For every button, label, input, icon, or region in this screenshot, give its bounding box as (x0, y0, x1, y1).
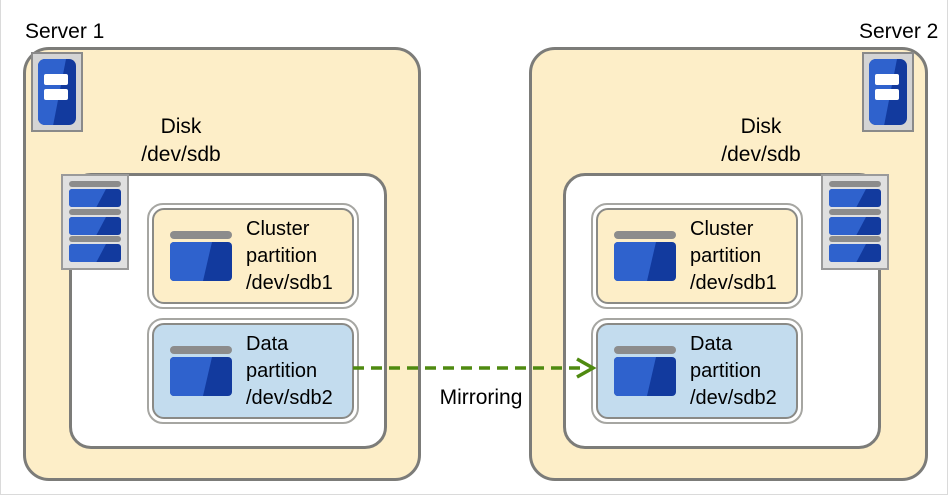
disk-plate (69, 189, 121, 207)
partition-text-line3: /dev/sdb1 (690, 271, 777, 294)
disk-cap (829, 236, 881, 242)
disk-plate (829, 216, 881, 235)
disk-stack-unit (829, 208, 881, 236)
server2-disk-label-line1: Disk (740, 115, 782, 138)
server2-disk-label-line2: /dev/sdb (721, 143, 801, 166)
partition-text-line2: partition (690, 244, 762, 267)
disk-plate (170, 357, 232, 396)
disk-cap (829, 208, 881, 215)
disk-cap (614, 231, 676, 239)
server1-disk-label: Disk /dev/sdb (111, 113, 251, 169)
disk-cap (69, 208, 121, 215)
partition-text-line1: Data (690, 332, 733, 355)
disk-plate (614, 357, 676, 396)
server-unit-icon-slot-1 (44, 73, 68, 85)
server1-disk-label-line1: Disk (160, 115, 202, 138)
server2-cluster-partition: Cluster partition /dev/sdb1 (591, 203, 803, 309)
partition-text-line2: partition (690, 359, 762, 382)
server1-data-partition: Data partition /dev/sdb2 (147, 318, 359, 424)
server-unit-icon-slot-2 (875, 88, 899, 100)
disk-plate (829, 244, 881, 262)
partition-text: Data partition /dev/sdb2 (246, 331, 333, 412)
server2-title: Server 2 (859, 20, 939, 43)
disk-cap (614, 346, 676, 354)
disk-plate (69, 244, 121, 262)
partition-text-line3: /dev/sdb2 (246, 386, 333, 409)
disk-stack-unit (829, 236, 881, 263)
server2-data-partition: Data partition /dev/sdb2 (591, 318, 803, 424)
partition-text-line1: Data (246, 332, 289, 355)
server1-disk-label-line2: /dev/sdb (141, 143, 221, 166)
partition-disk-icon (170, 346, 232, 396)
server-unit-icon-slot-2 (44, 88, 68, 100)
server2-disk-label: Disk /dev/sdb (691, 113, 831, 169)
disk-stack-icon (821, 174, 889, 270)
disk-stack-icon (61, 174, 129, 270)
mirroring-label: Mirroring (439, 386, 523, 409)
disk-plate (829, 189, 881, 207)
partition-text: Cluster partition /dev/sdb1 (690, 216, 777, 297)
server-unit-icon-body (38, 59, 76, 125)
disk-cap (170, 346, 232, 354)
partition-inner: Cluster partition /dev/sdb1 (152, 208, 354, 304)
disk-plate (614, 242, 676, 281)
disk-stack-unit (69, 208, 121, 236)
disk-cap (69, 236, 121, 242)
mirroring-arrow-head (576, 357, 597, 379)
server1-title: Server 1 (25, 20, 105, 43)
mirroring-arrow-icon (353, 357, 597, 379)
disk-plate (170, 242, 232, 281)
partition-disk-icon (614, 231, 676, 281)
partition-disk-icon (170, 231, 232, 281)
disk-cap (69, 181, 121, 187)
partition-text-line2: partition (246, 359, 318, 382)
disk-stack-unit (69, 236, 121, 263)
disk-stack-unit (829, 181, 881, 208)
partition-inner: Data partition /dev/sdb2 (152, 323, 354, 419)
server-unit-icon-slot-1 (875, 73, 899, 85)
server-unit-icon-body (869, 59, 907, 125)
partition-text-line1: Cluster (246, 217, 310, 240)
partition-text: Data partition /dev/sdb2 (690, 331, 777, 412)
disk-stack-unit (69, 181, 121, 208)
partition-text: Cluster partition /dev/sdb1 (246, 216, 333, 297)
server1-cluster-partition: Cluster partition /dev/sdb1 (147, 203, 359, 309)
partition-inner: Data partition /dev/sdb2 (596, 323, 798, 419)
disk-cap (829, 181, 881, 187)
disk-plate (69, 216, 121, 235)
partition-inner: Cluster partition /dev/sdb1 (596, 208, 798, 304)
disk-cap (170, 231, 232, 239)
partition-text-line2: partition (246, 244, 318, 267)
server-unit-icon (31, 52, 83, 132)
partition-text-line3: /dev/sdb1 (246, 271, 333, 294)
partition-disk-icon (614, 346, 676, 396)
partition-text-line1: Cluster (690, 217, 754, 240)
server-unit-icon (862, 52, 914, 132)
partition-text-line3: /dev/sdb2 (690, 386, 777, 409)
